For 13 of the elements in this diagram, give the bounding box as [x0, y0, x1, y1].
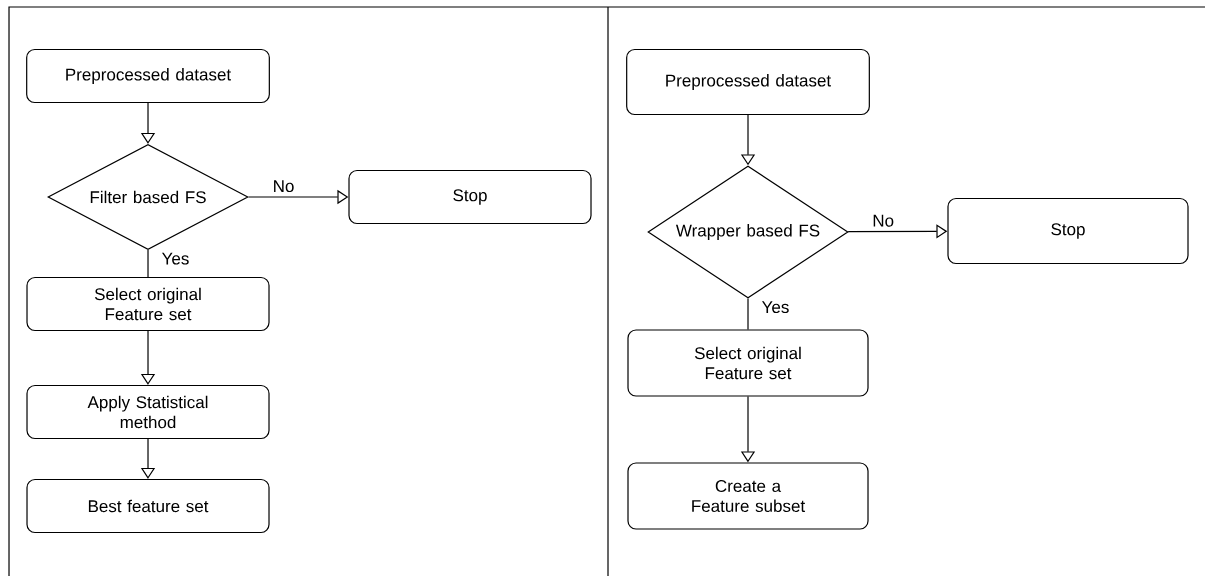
process-box: Preprocessed dataset: [626, 48, 870, 116]
process-box: Select original Feature set: [26, 276, 270, 332]
process-box: Apply Statistical method: [26, 384, 270, 440]
edge-label: Yes: [162, 252, 189, 265]
process-box: Create a Feature subset: [627, 462, 869, 530]
process-box: Preprocessed dataset: [26, 48, 270, 104]
edge-label: No: [274, 180, 294, 193]
process-box: Select original Feature set: [627, 329, 869, 397]
process-box: Stop: [947, 197, 1189, 265]
process-box: Best feature set: [26, 478, 270, 534]
process-box: Stop: [348, 169, 592, 225]
edge-label: Yes: [762, 301, 789, 314]
edge-label: No: [873, 214, 894, 227]
